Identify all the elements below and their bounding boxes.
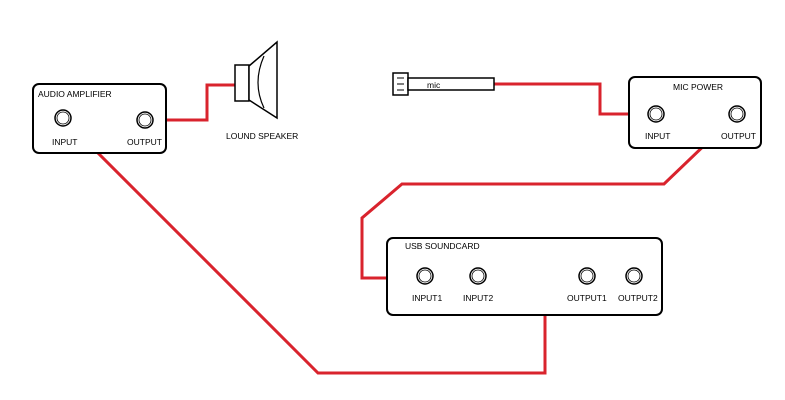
mic-icon <box>392 72 495 96</box>
amplifier-input-label: INPUT <box>52 137 78 147</box>
amplifier-output-label: OUTPUT <box>127 137 162 147</box>
usb-soundcard-title: USB SOUNDCARD <box>405 241 480 251</box>
mic-power-output-label: OUTPUT <box>721 131 756 141</box>
soundcard-output2-label: OUTPUT2 <box>618 293 658 303</box>
soundcard-output2-jack[interactable] <box>625 267 643 285</box>
mic-power-box <box>628 76 762 149</box>
mic-power-title: MIC POWER <box>673 82 723 92</box>
speaker-label: LOUND SPEAKER <box>226 131 298 141</box>
mic-power-input-label: INPUT <box>645 131 671 141</box>
soundcard-input1-label: INPUT1 <box>412 293 443 303</box>
speaker-cone <box>248 40 278 120</box>
soundcard-input1-jack[interactable] <box>416 267 434 285</box>
usb-soundcard: USB SOUNDCARD INPUT1 INPUT2 OUTPUT1 OUTP… <box>386 237 663 316</box>
amplifier-output-jack[interactable] <box>136 111 154 129</box>
mic-label: mic <box>427 80 441 90</box>
mic-power-input-jack[interactable] <box>647 105 665 123</box>
wire-amp-to-speaker <box>145 83 236 122</box>
audio-amplifier: AUDIO AMPLIFIER INPUT OUTPUT <box>32 83 167 154</box>
mic-body <box>407 77 495 91</box>
soundcard-output1-label: OUTPUT1 <box>567 293 607 303</box>
wire-mic-power-to-input1 <box>360 112 739 280</box>
usb-soundcard-box <box>386 237 663 316</box>
speaker-magnet <box>234 64 250 102</box>
soundcard-input2-jack[interactable] <box>469 267 487 285</box>
mic-power-output-jack[interactable] <box>728 105 746 123</box>
soundcard-output1-jack[interactable] <box>578 267 596 285</box>
audio-amplifier-box <box>32 83 167 154</box>
speaker-icon <box>234 40 278 120</box>
mic-power: MIC POWER INPUT OUTPUT <box>628 76 762 149</box>
speaker-cone-curve <box>257 55 265 109</box>
soundcard-input2-label: INPUT2 <box>463 293 494 303</box>
amplifier-input-jack[interactable] <box>54 109 72 127</box>
audio-amplifier-title: AUDIO AMPLIFIER <box>38 89 112 99</box>
